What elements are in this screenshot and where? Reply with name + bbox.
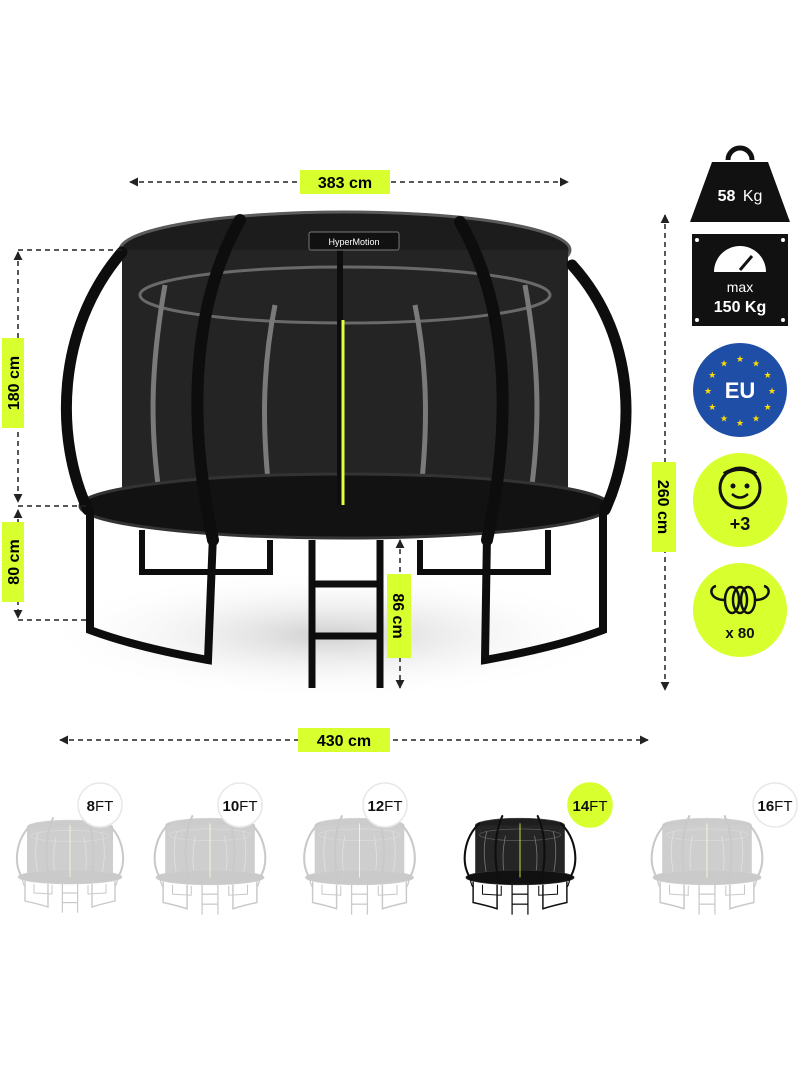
size-thumbnail	[153, 815, 267, 915]
size-label-circle	[752, 782, 798, 828]
spring-icon	[710, 584, 770, 615]
eu-star: ★	[752, 414, 760, 424]
size-unit: FT	[589, 798, 607, 815]
eu-star: ★	[736, 354, 744, 364]
size-number: 10	[222, 798, 239, 815]
size-unit: FT	[774, 798, 792, 815]
weight-unit: Kg	[743, 188, 763, 205]
springs-badge: x 80	[693, 563, 787, 657]
brand-label: HyperMotion	[328, 237, 379, 247]
size-label-circle	[217, 782, 263, 828]
eu-flag-icon	[693, 343, 787, 437]
dim-top-width-label: 383 cm	[318, 175, 372, 192]
eu-badge: ★ ★ ★ ★ ★ ★ ★ ★ ★ ★ ★ ★ EU	[693, 343, 787, 437]
weight-icon	[690, 145, 790, 222]
dim-net-height: 180 cm	[2, 338, 24, 428]
dim-total-height-label: 260 cm	[654, 480, 671, 534]
eu-star: ★	[708, 370, 716, 380]
size-number: 8	[87, 798, 95, 815]
max-load-label: max	[727, 279, 753, 295]
dim-top-width: 383 cm	[300, 170, 390, 194]
eu-star: ★	[708, 402, 716, 412]
eu-star: ★	[720, 414, 728, 424]
max-load-value: 150 Kg	[714, 299, 766, 316]
eu-star: ★	[768, 386, 776, 396]
size-option-14ft[interactable]: 14FT	[463, 782, 613, 915]
size-label: 8FT	[87, 798, 114, 815]
age-label: +3	[730, 514, 751, 534]
size-label: 14FT	[572, 798, 607, 815]
size-number: 16	[757, 798, 774, 815]
trampoline-main-image: HyperMotion	[60, 210, 632, 688]
weight-value: 58	[718, 188, 736, 205]
dim-net-height-label: 180 cm	[6, 356, 23, 410]
eu-stars: ★ ★ ★ ★ ★ ★ ★ ★ ★ ★ ★ ★	[704, 354, 776, 428]
size-label: 10FT	[222, 798, 257, 815]
dim-ladder-height: 86 cm	[387, 574, 411, 658]
dim-frame-height: 80 cm	[2, 522, 24, 602]
size-unit: FT	[384, 798, 402, 815]
eu-star: ★	[736, 418, 744, 428]
size-label-circle	[362, 782, 408, 828]
gauge-icon	[695, 238, 785, 322]
size-number: 14	[572, 798, 589, 815]
size-label-circle	[77, 782, 123, 828]
eu-star: ★	[720, 358, 728, 368]
size-label: 16FT	[757, 798, 792, 815]
eu-star: ★	[752, 358, 760, 368]
dim-total-height: 260 cm	[652, 462, 676, 552]
size-unit: FT	[95, 798, 113, 815]
size-option-10ft[interactable]: 10FT	[153, 782, 267, 915]
size-thumbnail	[650, 815, 764, 915]
size-number: 12	[367, 798, 384, 815]
size-thumbnail	[15, 816, 125, 914]
size-thumbnail	[463, 815, 577, 915]
eu-label: EU	[725, 378, 756, 403]
size-unit: FT	[239, 798, 257, 815]
eu-star: ★	[764, 370, 772, 380]
dim-ladder-height-label: 86 cm	[389, 593, 406, 638]
eu-star: ★	[704, 386, 712, 396]
size-option-12ft[interactable]: 12FT	[303, 782, 416, 915]
size-thumbnail	[303, 815, 416, 915]
max-load-badge: max 150 Kg	[692, 234, 788, 326]
dim-frame-height-label: 80 cm	[6, 539, 23, 584]
age-badge: +3	[693, 453, 787, 547]
size-option-16ft[interactable]: 16FT	[650, 782, 798, 915]
size-label-circle	[567, 782, 613, 828]
dim-base-width: 430 cm	[298, 728, 390, 752]
child-face-icon	[718, 466, 762, 510]
size-option-8ft[interactable]: 8FT	[15, 782, 125, 914]
springs-label: x 80	[725, 625, 754, 642]
eu-star: ★	[764, 402, 772, 412]
weight-text: 58 Kg	[718, 188, 763, 205]
dim-base-width-label: 430 cm	[317, 733, 371, 750]
size-label: 12FT	[367, 798, 402, 815]
weight-badge: 58 Kg	[690, 145, 790, 222]
